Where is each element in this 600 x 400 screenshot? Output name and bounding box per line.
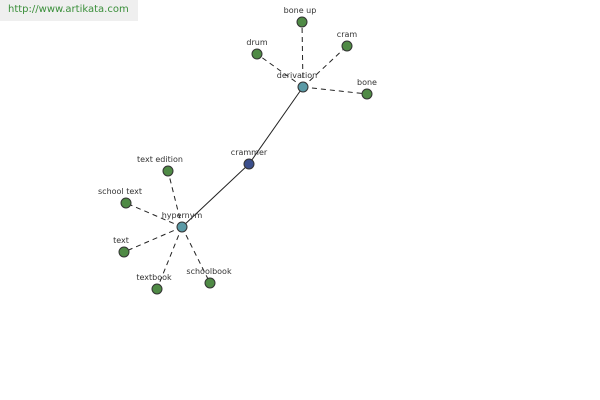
label-bone: bone xyxy=(357,78,377,87)
edge-derivation-cram xyxy=(302,45,348,88)
edge-hypernym-schoolbook xyxy=(181,226,211,284)
label-bone-up: bone up xyxy=(284,6,317,15)
source-url-link[interactable]: http://www.artikata.com xyxy=(0,0,138,21)
edge-hypernym-text-edition xyxy=(167,170,183,228)
node-hypernym[interactable] xyxy=(176,221,188,233)
label-cram: cram xyxy=(337,30,358,39)
graph-labels: crammer derivation hypernym bone up cram… xyxy=(98,6,377,282)
label-drum: drum xyxy=(246,38,267,47)
graph-nodes xyxy=(118,16,373,295)
node-crammer[interactable] xyxy=(243,158,255,170)
node-bone[interactable] xyxy=(361,88,373,100)
graph-edges xyxy=(123,21,368,290)
edge-hypernym-school-text xyxy=(125,202,183,228)
node-school-text[interactable] xyxy=(120,197,132,209)
node-cram[interactable] xyxy=(341,40,353,52)
node-bone-up[interactable] xyxy=(296,16,308,28)
label-schoolbook: schoolbook xyxy=(186,267,232,276)
edge-derivation-bone xyxy=(302,86,368,95)
node-text-edition[interactable] xyxy=(162,165,174,177)
label-textbook: textbook xyxy=(136,273,172,282)
edge-hypernym-text xyxy=(123,226,183,253)
node-schoolbook[interactable] xyxy=(204,277,216,289)
label-hypernym: hypernym xyxy=(162,211,203,220)
edge-hypernym-textbook xyxy=(156,226,183,290)
edge-crammer-derivation xyxy=(248,86,304,165)
node-text[interactable] xyxy=(118,246,130,258)
node-derivation[interactable] xyxy=(297,81,309,93)
label-crammer: crammer xyxy=(231,148,268,157)
edge-crammer-hypernym xyxy=(181,163,250,228)
label-text: text xyxy=(113,236,129,245)
edge-derivation-drum xyxy=(256,53,304,88)
node-drum[interactable] xyxy=(251,48,263,60)
edge-derivation-bone-up xyxy=(301,21,304,88)
node-textbook[interactable] xyxy=(151,283,163,295)
label-text-edition: text edition xyxy=(137,155,183,164)
label-derivation: derivation xyxy=(277,71,317,80)
label-school-text: school text xyxy=(98,187,142,196)
